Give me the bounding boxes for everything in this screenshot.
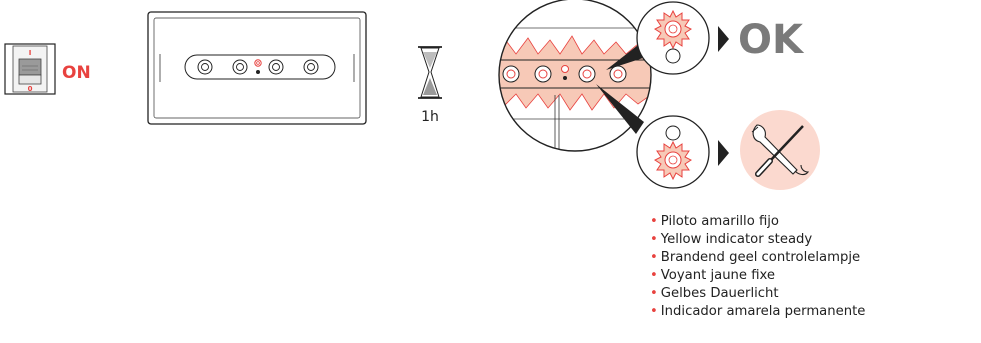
state-bubble-fault	[636, 115, 710, 189]
control-knob	[268, 59, 284, 75]
indicator-light-icon	[254, 59, 262, 74]
ok-arrow-icon	[718, 26, 729, 52]
lit-indicator-icon	[654, 140, 692, 181]
control-knob	[303, 59, 319, 75]
control-knob	[578, 65, 596, 83]
hourglass-icon	[418, 46, 442, 99]
legend-item: •Voyant jaune fixe	[650, 268, 776, 283]
indicator-legend: •Piloto amarillo fijo •Yellow indicator …	[650, 213, 865, 321]
unlit-indicator-icon	[665, 48, 681, 64]
appliance-panel	[147, 11, 367, 125]
magnifier	[498, 0, 652, 152]
control-knob	[232, 59, 248, 75]
callout-pointer	[606, 45, 646, 70]
unlit-indicator-icon	[665, 125, 681, 141]
legend-item: •Yellow indicator steady	[650, 232, 813, 247]
indicator-light-icon	[561, 65, 569, 80]
control-knob	[609, 65, 627, 83]
control-knob	[534, 65, 552, 83]
lit-indicator-icon	[654, 9, 692, 50]
control-knob	[502, 65, 520, 83]
tools-icon	[740, 110, 820, 190]
power-switch: I 0	[4, 43, 56, 95]
legend-item: •Piloto amarillo fijo	[650, 214, 779, 229]
control-knob	[197, 59, 213, 75]
timer-label: 1h	[421, 109, 439, 125]
switch-on-mark: I	[29, 49, 32, 57]
state-bubble-ok	[636, 1, 710, 75]
callout-pointer	[596, 84, 644, 134]
fault-arrow-icon	[718, 140, 729, 166]
switch-off-mark: 0	[28, 85, 33, 93]
legend-item: •Indicador amarela permanente	[650, 304, 866, 319]
switch-on-label: ON	[62, 63, 91, 83]
legend-item: •Brandend geel controlelampje	[650, 250, 861, 265]
ok-label: OK	[738, 17, 805, 63]
legend-item: •Gelbes Dauerlicht	[650, 286, 779, 301]
